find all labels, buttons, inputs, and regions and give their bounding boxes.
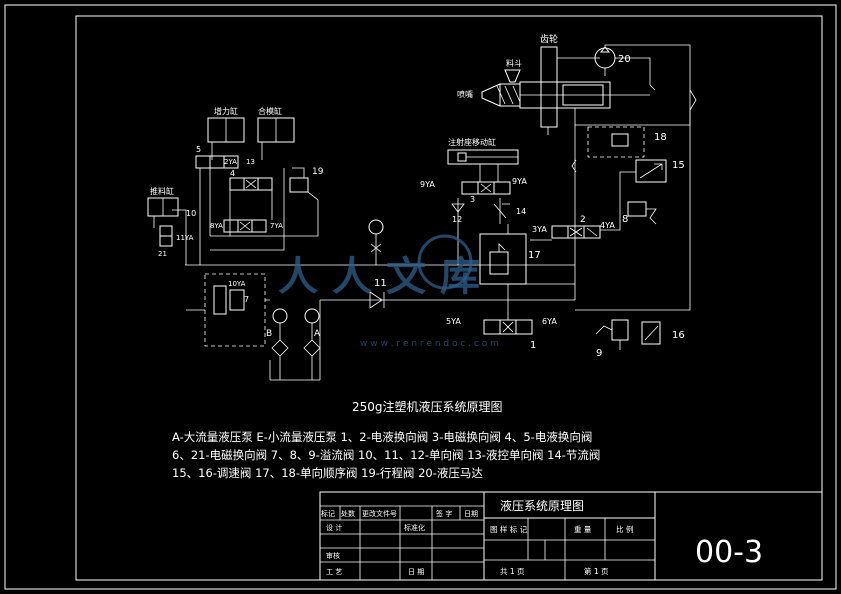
tb-review: 审核 — [326, 551, 340, 560]
label-16: 16 — [672, 330, 685, 341]
tb-drawing-name: 液压系统原理图 — [500, 498, 584, 513]
booster-cylinder — [207, 117, 245, 160]
label-12: 12 — [452, 215, 462, 224]
check-valve-12 — [451, 198, 465, 222]
ejector-cylinder — [147, 197, 179, 228]
label-8ya: 8YA — [210, 222, 223, 230]
relief-valve-9 — [611, 319, 629, 341]
label-3: 3 — [470, 195, 475, 204]
label-7: 7 — [244, 295, 249, 304]
tb-date: 日期 — [464, 510, 478, 518]
label-2ya: 2YA — [224, 158, 237, 166]
label-11: 11 — [374, 278, 387, 289]
label-2: 2 — [580, 215, 586, 225]
label-9ya-right: 9YA — [512, 177, 527, 186]
sequence-valve-17 — [479, 233, 527, 285]
valve-5 — [195, 155, 239, 169]
svg-text:w w w . r e n r e n d o c . c: w w w . r e n r e n d o c . c o m — [360, 339, 499, 349]
label-7ya: 7YA — [270, 222, 283, 230]
mold-cylinder — [257, 117, 295, 160]
tb-count: 处数 — [341, 509, 355, 518]
valve-7ya-8ya — [223, 219, 267, 233]
label-inject-seat-cyl: 注射座移动缸 — [448, 137, 496, 147]
label-1: 1 — [530, 340, 536, 351]
injection-unit — [481, 44, 697, 135]
label-3ya: 3YA — [532, 225, 547, 234]
valve-2 — [551, 225, 601, 239]
label-ejector-cyl: 推料缸 — [150, 186, 174, 196]
label-6ya: 6YA — [542, 317, 557, 326]
label-11ya: 11YA — [176, 234, 194, 242]
label-21: 21 — [158, 250, 167, 258]
check-valve-11 — [369, 291, 385, 309]
tb-stage-mark: 图 样 标 记 — [490, 524, 528, 534]
tb-scale: 比 例 — [616, 524, 633, 534]
label-4ya: 4YA — [600, 221, 615, 230]
tb-doc: 更改文件号 — [362, 509, 397, 518]
label-9: 9 — [596, 348, 602, 359]
tb-date2: 日 期 — [408, 568, 424, 576]
label-14: 14 — [516, 207, 526, 216]
label-10ya: 10YA — [228, 280, 246, 288]
label-pump-b: B — [266, 329, 272, 339]
label-mold-cyl: 合模缸 — [258, 106, 282, 116]
valve-4 — [229, 177, 273, 191]
tb-sign: 签 字 — [436, 509, 452, 518]
relief-valve-8 — [627, 201, 647, 217]
tb-design: 设 计 — [326, 523, 342, 532]
legend-line-1: A-大流量液压泵 E-小流量液压泵 1、2-电液换向阀 3-电磁换向阀 4、5-… — [172, 430, 592, 444]
label-20: 20 — [618, 54, 631, 65]
throttle-valve-14 — [493, 198, 510, 224]
label-15: 15 — [672, 160, 685, 171]
legend-line-3: 15、16-调速阀 17、18-单向顺序阀 19-行程阀 20-液压马达 — [172, 466, 483, 480]
label-4: 4 — [230, 169, 235, 178]
label-pump-a: A — [314, 329, 321, 339]
tb-mark: 标记 — [321, 509, 335, 518]
sequence-valve-18 — [587, 126, 645, 158]
inject-seat-cylinder — [447, 149, 519, 165]
tb-sheet: 第 1 页 — [584, 566, 609, 576]
tb-total: 共 1 页 — [500, 567, 525, 576]
tb-drawing-no: 00-3 — [695, 535, 763, 570]
speed-valve-15 — [635, 159, 667, 183]
label-19: 19 — [312, 167, 324, 177]
svg-text:人人文库: 人人文库 — [278, 254, 494, 300]
label-9ya-left: 9YA — [420, 180, 435, 189]
tb-weight: 重 量 — [574, 525, 592, 534]
speed-valve-16 — [641, 321, 661, 345]
travel-valve-19 — [289, 177, 309, 193]
valve-1 — [483, 319, 533, 335]
label-5: 5 — [196, 145, 201, 154]
diagram-title: 250g注塑机液压系统原理图 — [352, 399, 503, 414]
tb-process: 工 艺 — [326, 568, 342, 576]
label-gear: 齿轮 — [540, 33, 558, 45]
tb-standard: 标准化 — [404, 523, 425, 532]
label-18: 18 — [654, 132, 667, 143]
pressure-gauge — [368, 219, 384, 235]
valve-3 — [461, 164, 511, 195]
label-booster-cyl: 增力缸 — [214, 106, 238, 116]
title-block — [319, 491, 823, 581]
valve-21 — [159, 225, 173, 247]
label-17: 17 — [528, 250, 541, 261]
label-5ya: 5YA — [446, 317, 461, 326]
outer-frame — [4, 4, 837, 590]
label-nozzle: 喷嘴 — [457, 89, 473, 99]
label-10: 10 — [186, 209, 196, 218]
legend-line-2: 6、21-电磁换向阀 7、8、9-溢流阀 10、11、12-单向阀 13-液控单… — [172, 448, 600, 462]
watermark: 人人文库 w w w . r e n r e n d o c . c o m — [278, 234, 499, 349]
pump-B — [271, 308, 289, 380]
pump-A — [303, 308, 321, 380]
label-13: 13 — [246, 158, 255, 166]
label-8: 8 — [622, 214, 628, 225]
label-hopper: 料斗 — [506, 58, 522, 68]
